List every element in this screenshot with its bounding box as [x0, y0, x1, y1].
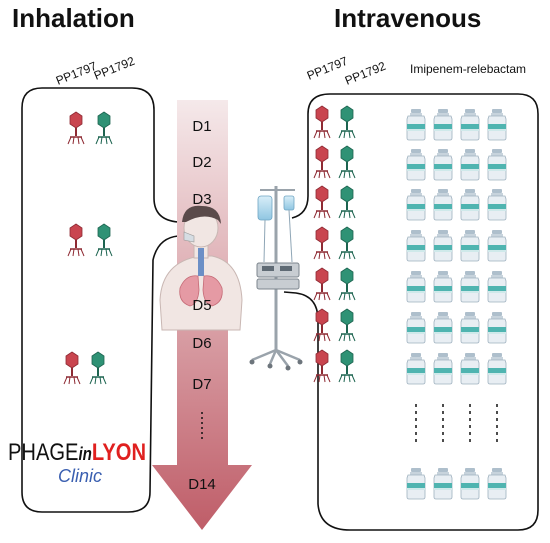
drug-label: Imipenem-relebactam: [410, 62, 526, 76]
infusion-stand: [249, 186, 303, 371]
vial-icon: [460, 188, 480, 221]
vial-icon: [487, 311, 507, 344]
day-label-d1: D1: [192, 118, 211, 135]
vial-row-2: [406, 148, 507, 181]
vial-row-1: [406, 108, 507, 141]
logo-part2: in: [78, 444, 91, 464]
phage-green-icon: [338, 308, 356, 342]
vial-icon: [433, 108, 453, 141]
vial-row-last: [406, 467, 507, 500]
phage-red-icon: [313, 349, 331, 383]
vial-icon: [460, 311, 480, 344]
patient-figure: [159, 205, 243, 331]
phage-green-icon: [338, 226, 356, 260]
phage-green-icon: [95, 223, 113, 257]
vial-ellipsis: [415, 404, 498, 446]
phage-red-icon: [313, 308, 331, 342]
antibiotic-vials: [406, 108, 507, 500]
vial-row-5: [406, 270, 507, 303]
vial-icon: [406, 352, 426, 385]
vial-icon: [487, 108, 507, 141]
vial-icon: [487, 148, 507, 181]
vial-icon: [406, 311, 426, 344]
vial-icon: [460, 108, 480, 141]
vial-icon: [487, 188, 507, 221]
phage-red-icon: [313, 267, 331, 301]
intravenous-heading: Intravenous: [334, 3, 481, 33]
phage-green-icon: [338, 267, 356, 301]
vial-icon: [433, 148, 453, 181]
phage-red-icon: [313, 105, 331, 139]
phage-red-icon: [63, 351, 81, 385]
day-label-d2: D2: [192, 154, 211, 171]
phage-red-icon: [313, 145, 331, 179]
phage-label-right-1: PP1797: [305, 54, 350, 83]
vial-icon: [406, 229, 426, 262]
phage-green-icon: [338, 145, 356, 179]
vial-icon: [406, 188, 426, 221]
vial-icon: [460, 148, 480, 181]
phage-green-icon: [338, 185, 356, 219]
phage-label-right-2: PP1792: [343, 59, 388, 88]
vial-icon: [487, 229, 507, 262]
day-label-d7: D7: [192, 376, 211, 393]
day-label-d5: D5: [192, 297, 211, 314]
vial-icon: [406, 148, 426, 181]
day-label-d6: D6: [192, 335, 211, 352]
vial-icon: [460, 270, 480, 303]
vial-icon: [433, 188, 453, 221]
phage-green-icon: [338, 349, 356, 383]
day-label-d3: D3: [192, 191, 211, 208]
vial-icon: [487, 270, 507, 303]
vial-icon: [433, 467, 453, 500]
vial-row-4: [406, 229, 507, 262]
day-label-d14: D14: [188, 476, 216, 493]
vial-icon: [460, 352, 480, 385]
phage-green-icon: [95, 111, 113, 145]
phageinlyon-logo: PHAGEinLYON Clinic: [8, 439, 146, 486]
vial-icon: [406, 108, 426, 141]
vial-icon: [460, 467, 480, 500]
logo-part3: LYON: [92, 439, 146, 466]
inhalation-outline: [21, 87, 185, 513]
vial-icon: [433, 311, 453, 344]
inhalation-phages: [63, 111, 113, 385]
vial-icon: [406, 270, 426, 303]
phage-red-icon: [313, 185, 331, 219]
logo-sub: Clinic: [58, 466, 102, 486]
vial-icon: [406, 467, 426, 500]
vial-icon: [433, 270, 453, 303]
svg-text:PHAGEinLYON: PHAGEinLYON: [8, 439, 146, 466]
vial-icon: [487, 467, 507, 500]
phage-red-icon: [67, 223, 85, 257]
phage-green-icon: [338, 105, 356, 139]
vial-icon: [433, 229, 453, 262]
phage-label-left-2: PP1792: [92, 54, 137, 83]
phage-red-icon: [313, 226, 331, 260]
vial-row-3: [406, 188, 507, 221]
phage-red-icon: [67, 111, 85, 145]
phage-green-icon: [89, 351, 107, 385]
vial-row-6: [406, 311, 507, 344]
inhalation-heading: Inhalation: [12, 3, 135, 33]
vial-row-7: [406, 352, 507, 385]
vial-icon: [460, 229, 480, 262]
vial-icon: [487, 352, 507, 385]
vial-icon: [433, 352, 453, 385]
intravenous-phages: [313, 105, 356, 383]
logo-part1: PHAGE: [8, 439, 78, 466]
